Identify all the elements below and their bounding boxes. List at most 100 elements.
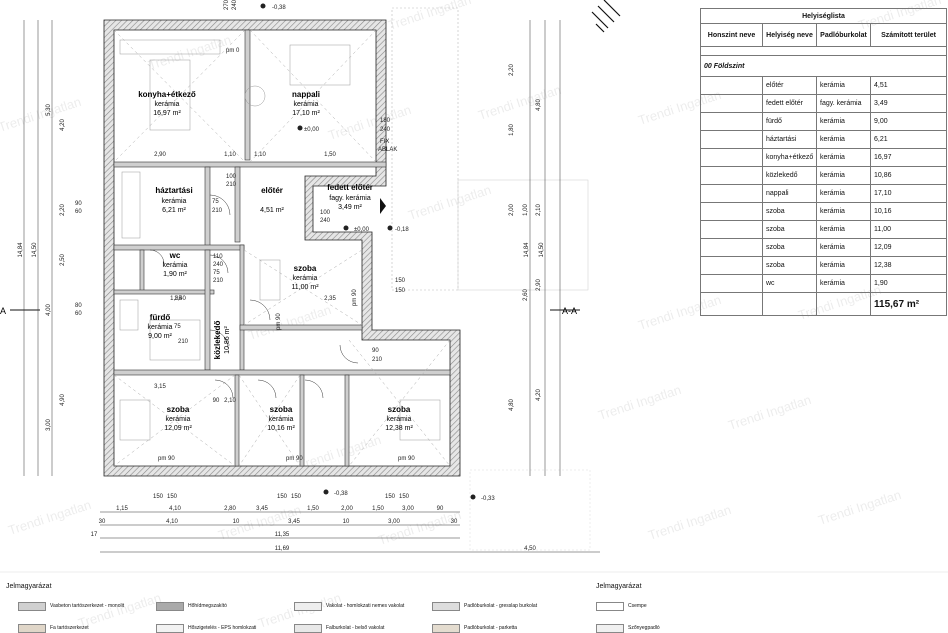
room-floor-cell: kerámia [816, 166, 871, 185]
svg-text:szoba: szoba [270, 405, 293, 414]
svg-text:240: 240 [320, 218, 331, 224]
svg-text:2,90: 2,90 [536, 279, 542, 291]
svg-text:150: 150 [399, 494, 410, 500]
room-floor-cell: fagy. kerámia [816, 94, 871, 113]
room-area-cell: 12,09 [870, 238, 947, 257]
svg-text:4,20: 4,20 [536, 389, 542, 401]
svg-text:FIX: FIX [380, 139, 389, 145]
svg-text:14,84: 14,84 [18, 242, 24, 258]
svg-text:nappali: nappali [292, 90, 320, 99]
room-area-cell: 11,00 [870, 220, 947, 239]
room-area-cell: 1,90 [870, 274, 947, 293]
room-wc: wc kerámia 1,90 m² [163, 251, 188, 278]
room-area-cell: 4,51 [870, 76, 947, 95]
svg-text:1,50: 1,50 [372, 506, 384, 512]
room-konyha: konyha+étkező kerámia 16,97 m² [138, 90, 196, 117]
svg-text:14,84: 14,84 [524, 242, 530, 258]
svg-text:90: 90 [437, 506, 444, 512]
svg-text:3,45: 3,45 [256, 506, 268, 512]
svg-text:Trendi Ingatlan: Trendi Ingatlan [6, 497, 93, 538]
room-szoba-bl: szoba kerámia 12,09 m² [164, 405, 192, 432]
svg-text:75: 75 [213, 270, 220, 276]
svg-text:150: 150 [291, 494, 302, 500]
room-eloter: előtér 4,51 m² [260, 186, 284, 214]
outer-walls [103, 19, 461, 477]
room-floor-cell: kerámia [816, 238, 871, 257]
level-name: 00 Földszint [700, 55, 947, 77]
svg-text:háztartási: háztartási [155, 186, 192, 195]
room-area-cell: 17,10 [870, 184, 947, 203]
room-area-cell: 10,16 [870, 202, 947, 221]
level-marker-m018: -0,18 [387, 225, 409, 233]
north-arrow-icon [591, 0, 621, 33]
room-name-cell: szoba [762, 202, 817, 221]
room-kozlekedo: közlekedő 10,86 m² [213, 321, 231, 360]
room-area-cell: 10,86 [870, 166, 947, 185]
room-labels: konyha+étkező kerámia 16,97 m² nappali k… [138, 90, 413, 432]
svg-text:pm 90: pm 90 [398, 456, 415, 462]
svg-text:12,09 m²: 12,09 m² [164, 425, 192, 432]
svg-text:10: 10 [343, 519, 350, 525]
legend-label: Hőszigetelés - EPS homlokzati [188, 625, 257, 631]
dimension-lines [23, 20, 600, 553]
svg-text:150: 150 [395, 278, 406, 284]
inner-dims: 2,90 1,10 1,10 1,40 1,85 2,35 3,15 2,10 … [154, 152, 336, 404]
svg-text:80: 80 [75, 303, 82, 309]
furniture [119, 39, 441, 441]
svg-text:2,80: 2,80 [224, 506, 236, 512]
svg-text:4,51 m²: 4,51 m² [260, 207, 284, 214]
level-marker-zero-entry: ±0,00 [343, 225, 370, 233]
room-nappali: nappali kerámia 17,10 m² [292, 90, 320, 117]
svg-text:A: A [0, 306, 6, 316]
room-area-cell: 12,38 [870, 256, 947, 275]
interior-walls [113, 29, 451, 467]
room-szoba-br: szoba kerámia 12,38 m² [385, 405, 413, 432]
svg-text:150: 150 [395, 288, 406, 294]
svg-text:Trendi Ingatlan: Trendi Ingatlan [246, 302, 333, 343]
svg-text:-0,38: -0,38 [272, 5, 286, 11]
col-header-level: Honszint neve [700, 23, 763, 47]
svg-text:100: 100 [226, 174, 237, 180]
svg-text:kerámia: kerámia [148, 324, 173, 331]
svg-text:16,97 m²: 16,97 m² [153, 110, 181, 117]
svg-text:közlekedő: közlekedő [213, 321, 222, 360]
room-list-title: Helyiséglista [700, 8, 947, 24]
svg-text:4,20: 4,20 [60, 119, 66, 131]
svg-text:100: 100 [320, 210, 331, 216]
dimension-texts: 1,15 4,10 2,80 3,45 1,50 2,00 1,50 3,00 … [18, 64, 545, 552]
svg-text:1,15: 1,15 [116, 506, 128, 512]
svg-text:Trendi Ingatlan: Trendi Ingatlan [476, 82, 563, 123]
svg-text:17,10 m²: 17,10 m² [292, 110, 320, 117]
svg-text:-0,38: -0,38 [334, 491, 348, 497]
total-area: 115,67 m² [870, 292, 947, 316]
legend-swatch [18, 602, 46, 611]
svg-text:kerámia: kerámia [166, 416, 191, 423]
bottom-opening-dims: 150 150 150 150 150 150 [153, 494, 410, 500]
svg-text:1,80: 1,80 [509, 124, 515, 136]
svg-text:240: 240 [213, 262, 224, 268]
svg-text:11,35: 11,35 [275, 532, 290, 538]
svg-text:6,21 m²: 6,21 m² [162, 207, 186, 214]
svg-text:4,10: 4,10 [166, 519, 178, 525]
legend-label: Vakolat - homlokzati nemes vakolat [326, 603, 405, 609]
door-swings [149, 194, 359, 399]
svg-text:2,50: 2,50 [60, 254, 66, 266]
room-floor-cell: kerámia [816, 184, 871, 203]
svg-text:10,16 m²: 10,16 m² [267, 425, 295, 432]
level-marker-m033: -0,33 [470, 494, 495, 502]
svg-text:110: 110 [213, 254, 223, 260]
svg-text:30: 30 [99, 519, 106, 525]
svg-text:2,20: 2,20 [509, 64, 515, 76]
svg-text:60: 60 [75, 311, 82, 317]
svg-text:1,50: 1,50 [307, 506, 319, 512]
svg-text:kerámia: kerámia [294, 101, 319, 108]
svg-text:Trendi Ingatlan: Trendi Ingatlan [326, 102, 413, 143]
section-line: A A-A [0, 306, 580, 316]
